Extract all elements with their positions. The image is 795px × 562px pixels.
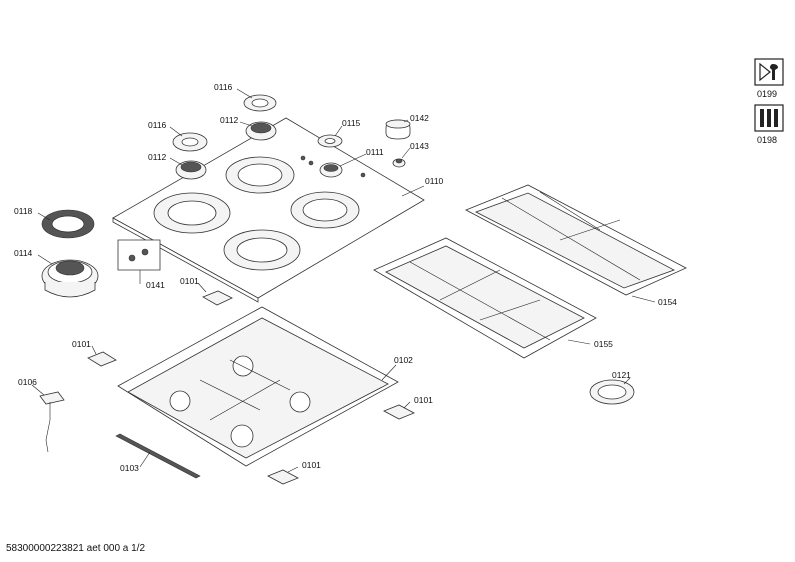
label-0142: 0142 xyxy=(410,113,429,123)
label-0143: 0143 xyxy=(410,141,429,151)
burner-cap-0115 xyxy=(317,134,343,148)
label-0116-top: 0116 xyxy=(214,82,233,92)
label-0112-top: 0112 xyxy=(220,115,239,125)
hob-top-plate xyxy=(112,117,425,303)
bracket-0101-d xyxy=(267,469,299,485)
tool-symbol-0199 xyxy=(754,58,784,86)
burner-head-0111 xyxy=(319,162,343,178)
label-0101-b: 0101 xyxy=(72,339,91,349)
symbol-label-0199: 0199 xyxy=(757,89,778,99)
document-footer: 58300000223821 aet 000 a 1/2 xyxy=(6,543,146,554)
plate-insert-0141 xyxy=(117,239,161,271)
seal-strip-0103 xyxy=(115,433,201,479)
tool-symbol-0198 xyxy=(754,104,784,132)
label-0106: 0106 xyxy=(18,377,37,387)
label-0111: 0111 xyxy=(366,147,384,157)
symbol-label-0198: 0198 xyxy=(757,135,778,145)
label-0101-d: 0101 xyxy=(302,460,321,470)
label-0110: 0110 xyxy=(425,176,444,186)
bracket-0101-a xyxy=(202,290,233,306)
pan-support-0155 xyxy=(373,237,597,359)
ring-0121 xyxy=(589,379,635,405)
base-tray-0102 xyxy=(117,306,399,467)
label-0155: 0155 xyxy=(594,339,613,349)
label-0121: 0121 xyxy=(612,370,631,380)
label-0115: 0115 xyxy=(342,118,361,128)
label-0141: 0141 xyxy=(146,280,165,290)
label-0101-a: 0101 xyxy=(180,276,199,286)
label-0118: 0118 xyxy=(14,206,33,216)
label-0154: 0154 xyxy=(658,297,677,307)
label-0102: 0102 xyxy=(394,355,413,365)
knob-insert-0143 xyxy=(392,158,406,168)
label-0116-left: 0116 xyxy=(148,120,167,130)
bracket-0101-b xyxy=(87,351,117,367)
burner-cap-0116-left xyxy=(172,132,208,152)
label-0112-left: 0112 xyxy=(148,152,167,162)
tools-icon xyxy=(754,104,784,132)
label-0101-c: 0101 xyxy=(414,395,433,405)
wok-cap-0118 xyxy=(41,209,95,239)
wrench-icon xyxy=(754,58,784,86)
label-0114: 0114 xyxy=(14,248,33,258)
wok-burner-0114 xyxy=(41,259,99,298)
burner-cap-0116-top xyxy=(243,94,277,112)
leader-lines xyxy=(31,88,656,473)
burner-head-0112-top xyxy=(245,121,277,141)
pan-support-0154 xyxy=(465,184,687,296)
bracket-0101-c xyxy=(383,404,415,420)
burner-head-0112-left xyxy=(175,160,207,180)
label-0103: 0103 xyxy=(120,463,139,473)
knob-0142 xyxy=(385,119,411,140)
power-cable-0106 xyxy=(39,391,65,453)
